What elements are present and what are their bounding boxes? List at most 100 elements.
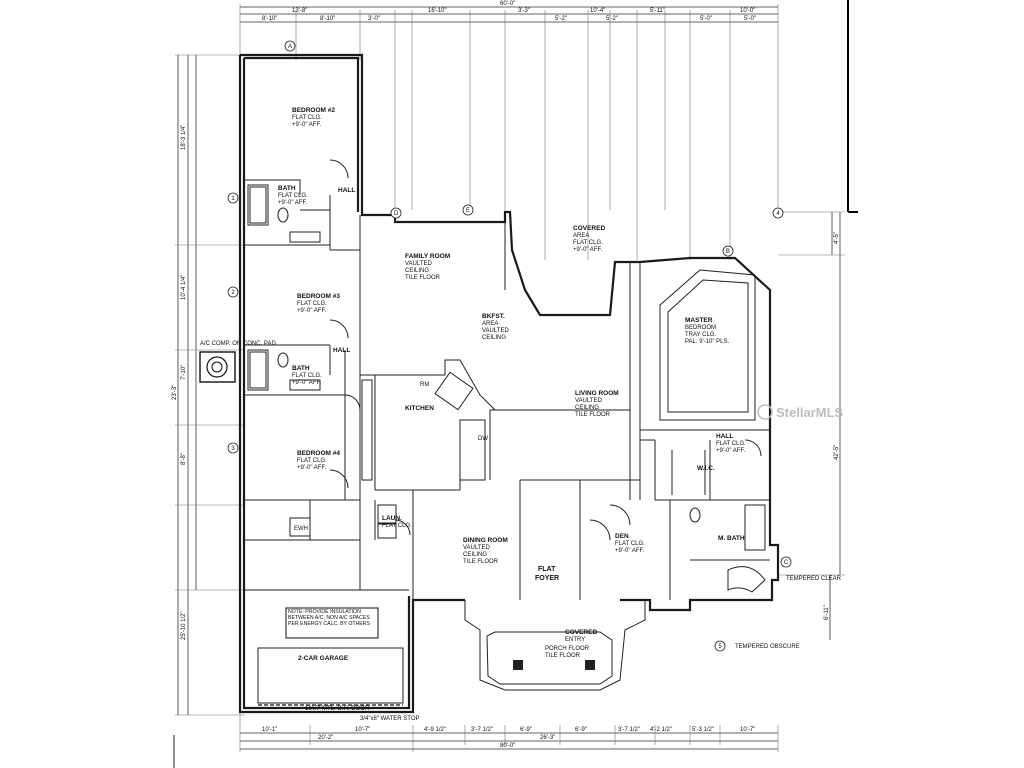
room-covered-area-l2: FLAT CLG. [573, 240, 603, 246]
dim-top-r2-6: 5'-0" [700, 16, 712, 22]
room-master-l3: PAL. 9'-10" PLS. [685, 339, 730, 345]
right-dimensions: 4'-5" 42'-5" 6'-11" [778, 211, 845, 640]
room-foyer-l1: FOYER [535, 575, 559, 582]
room-living: LIVING ROOM [575, 390, 619, 397]
grid-marker-1-label: 1 [231, 196, 235, 202]
note-water-stop: 3/4"x8" WATER STOP [360, 716, 420, 722]
grid-marker-1 [227, 192, 239, 204]
master-toilet [689, 507, 701, 523]
room-family-l1: VAULTED [405, 261, 432, 267]
room-family-l2: CEILING [405, 268, 429, 274]
dim-bottom-r2-1: 20'-2" [318, 735, 333, 741]
doors [329, 159, 762, 541]
note-dw: DW [478, 436, 488, 442]
room-bath3-l2: +9'-0" AFF. [292, 380, 321, 386]
grid-marker-c-label: C [784, 560, 789, 566]
grid-marker-d [390, 207, 402, 219]
porch-column-1 [513, 660, 523, 670]
room-hall3-l2: +9'-0" AFF. [716, 448, 745, 454]
room-master-l1: BEDROOM [685, 325, 716, 331]
room-bath3-l1: FLAT CLG. [292, 373, 322, 379]
room-laundry-l1: FLAT CLG. [382, 523, 412, 529]
dim-bottom-1: 10'-1" [262, 727, 277, 733]
room-entry-l3: TILE FLOOR [545, 653, 581, 659]
room-entry: COVERED [565, 629, 597, 636]
grid-marker-a [284, 40, 296, 52]
room-bedroom3-l2: +9'-0" AFF. [297, 308, 326, 314]
dim-left-6: 25'-10 1/2" [181, 611, 187, 640]
dim-top-2: 16'-10" [428, 8, 447, 14]
vanity-2 [289, 231, 321, 243]
room-bkfst-l1: AREA [482, 321, 498, 327]
grid-marker-c [780, 556, 792, 568]
door-bed2 [329, 159, 349, 179]
bathtub-2-inner [249, 186, 267, 224]
dim-bottom-4: 3'-7 1/2" [471, 727, 493, 733]
dim-top-total: 60'-0" [500, 1, 515, 7]
room-living-l1: VAULTED [575, 398, 602, 404]
grid-marker-a-label: A [288, 44, 292, 50]
room-family-l3: TILE FLOOR [405, 275, 441, 281]
left-dimensions: 18'-3 1/4" 10'-4 1/4" 7'-10" 8'-8" 23'-3… [172, 54, 245, 716]
grid-markers: A 1 2 3 B C D E 4 5 [227, 40, 792, 652]
watermark-logo-icon [757, 404, 773, 420]
grid-marker-5-label: 5 [718, 644, 722, 650]
note-box-text: NOTE: PROVIDE INSULATION BETWEEN A/C, NO… [288, 609, 370, 627]
dim-left-4: 8'-8" [181, 453, 187, 465]
room-master-l2: TRAY CLG. [685, 332, 716, 338]
room-bedroom2-l1: FLAT CLG. [292, 115, 322, 121]
note-ac-pad: A/C COMP. ON CONC. PAD [200, 341, 276, 347]
room-foyer: FLAT [538, 566, 556, 573]
note-box-text-wrap: NOTE: PROVIDE INSULATION BETWEEN A/C, NO… [288, 609, 370, 627]
dim-bottom-5: 6'-9" [520, 727, 532, 733]
room-covered-area-l1: AREA [573, 233, 589, 239]
dim-bottom-9: 5'-3 1/2" [692, 727, 714, 733]
kitchen-corner-counter [434, 371, 474, 411]
room-covered-area-l3: +9'-0" AFF. [573, 247, 602, 253]
room-labels: BEDROOM #2 FLAT CLG. +9'-0" AFF. BATH FL… [278, 107, 746, 662]
note-box [285, 607, 379, 639]
watermark: StellarMLS [757, 404, 844, 420]
grid-marker-2 [227, 286, 239, 298]
door-bed4 [329, 469, 349, 489]
room-bedroom4-l1: FLAT CLG. [297, 458, 327, 464]
porch-column-2 [585, 660, 595, 670]
room-den: DEN [615, 533, 629, 540]
grid-marker-b-label: B [726, 249, 730, 255]
dim-bottom-r2-2: 26'-3" [540, 735, 555, 741]
dim-bottom-total: 80'-0" [500, 743, 515, 749]
note-garage-door: 16'x7' MTL. O.H. DOOR [305, 706, 370, 712]
grid-marker-2-label: 2 [231, 290, 235, 296]
dim-right-1: 4'-5" [834, 232, 840, 244]
door-bed3 [329, 319, 349, 339]
ac-fan-icon [211, 361, 223, 373]
room-bath2-l1: FLAT CLG. [278, 193, 308, 199]
vanity-3 [289, 379, 321, 391]
door-den [589, 519, 611, 541]
dim-top-4: 10'-4" [590, 8, 605, 14]
note-ewh: EWH [294, 526, 308, 532]
door-den-2 [609, 504, 631, 526]
grid-marker-3-label: 3 [231, 446, 235, 452]
dim-right-2: 42'-5" [834, 445, 840, 460]
dim-bottom-2: 10'-7" [355, 727, 370, 733]
room-bath2: BATH [278, 185, 296, 192]
dim-top-3: 3'-3" [518, 8, 530, 14]
dim-left-2: 10'-4 1/4" [181, 275, 187, 300]
dim-left-3: 7'-10" [181, 365, 187, 380]
dim-top-5: 5'-11" [650, 8, 665, 14]
dim-top-r2-1: 8'-10" [262, 16, 277, 22]
room-dining-l2: CEILING [463, 552, 487, 558]
door-laundry [394, 519, 411, 536]
dim-top-r2-7: 5'-0" [744, 16, 756, 22]
ac-unit-icon [206, 356, 228, 378]
toilet-3 [277, 352, 289, 368]
room-bedroom4: BEDROOM #4 [297, 450, 340, 457]
room-garage: 2-CAR GARAGE [298, 655, 349, 662]
room-covered-area: COVERED [573, 225, 605, 232]
room-kitchen: KITCHEN [405, 405, 434, 412]
room-hall3-l1: FLAT CLG. [716, 441, 746, 447]
dim-bottom-7: 3'-7 1/2" [618, 727, 640, 733]
room-bedroom3-l1: FLAT CLG. [297, 301, 327, 307]
watermark-text: StellarMLS [776, 405, 844, 420]
